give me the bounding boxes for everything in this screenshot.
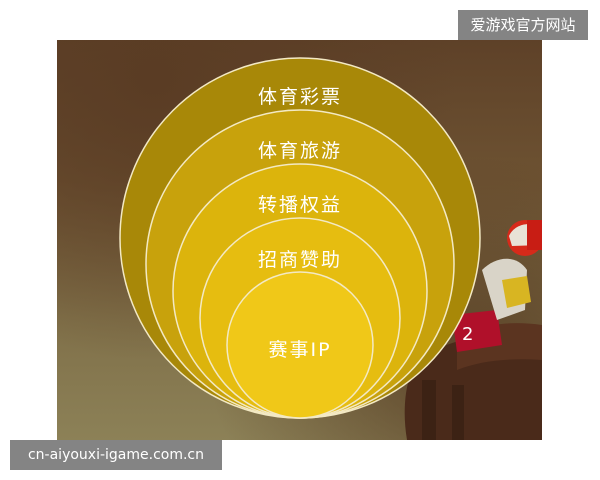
layer-label-4: 招商赞助	[257, 249, 343, 271]
jockey-horse-illustration: 2	[404, 220, 542, 440]
layer-label-5: 赛事IP	[268, 339, 332, 361]
layer-label-1: 体育彩票	[257, 86, 343, 108]
watermark-site-name: 爱游戏官方网站	[458, 10, 588, 40]
layer-label-2: 体育旅游	[257, 140, 343, 162]
watermark-url: cn-aiyouxi-igame.com.cn	[10, 440, 222, 470]
layer-label-3: 转播权益	[257, 194, 343, 216]
svg-text:2: 2	[462, 324, 473, 345]
layer-circle-5	[226, 271, 374, 419]
